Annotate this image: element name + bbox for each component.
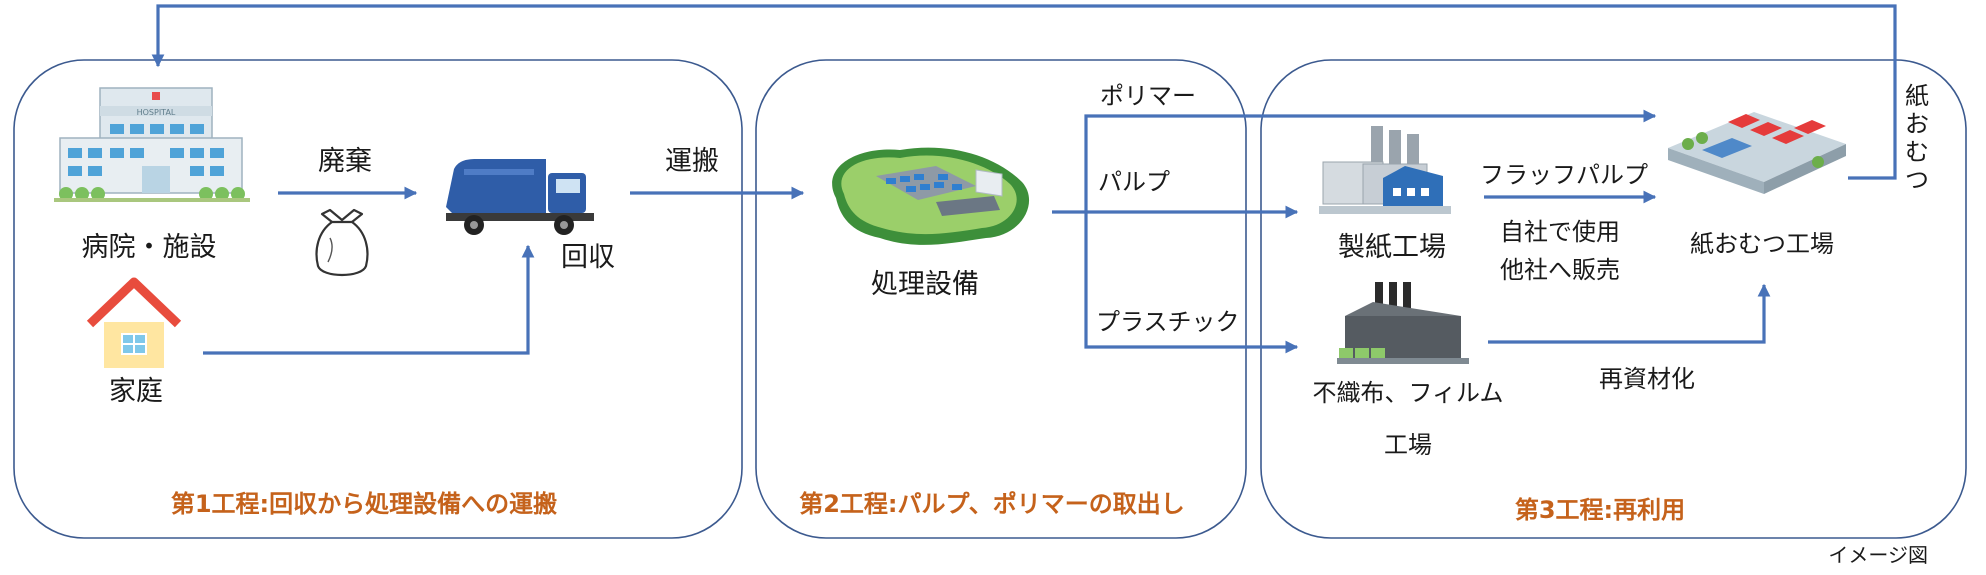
processing-label: 処理設備 (871, 269, 979, 300)
own-use-label: 自社で使用 (1500, 218, 1620, 246)
sell-other-label: 他社へ販売 (1500, 256, 1620, 284)
stage3-panel (1260, 59, 1967, 539)
paper-mill-label: 製紙工場 (1338, 232, 1446, 263)
transport-label: 運搬 (665, 146, 719, 177)
stage2-panel (755, 59, 1247, 539)
pulp-label: パルプ (1098, 168, 1170, 196)
stage1-panel (13, 59, 743, 539)
plastic-arrow (1084, 212, 1299, 354)
fluff-pulp-label: フラッフパルプ (1480, 161, 1648, 189)
stage1-title: 第1工程:回収から処理設備への運搬 (171, 490, 557, 518)
home-to-collection-arrow (203, 244, 535, 355)
polymer-arrow (1084, 109, 1657, 212)
garbage-bag-icon (315, 208, 369, 276)
stage2-title: 第2工程:パルプ、ポリマーの取出し (799, 490, 1185, 518)
diaper-return-char-4: つ (1905, 166, 1929, 194)
hospital-label: 病院・施設 (82, 232, 217, 263)
image-caption: イメージ図 (1828, 543, 1928, 567)
hospital-building-icon: HOSPITAL (54, 87, 250, 202)
polymer-label: ポリマー (1100, 82, 1196, 110)
hospital-sign: HOSPITAL (137, 108, 176, 117)
collection-label: 回収 (561, 242, 615, 273)
nonwoven-label-line2: 工場 (1384, 431, 1432, 459)
nonwoven-factory-icon (1337, 282, 1469, 364)
diaper-factory-icon (1668, 112, 1846, 194)
disposal-label: 廃棄 (318, 146, 372, 177)
nonwoven-label-line1: 不織布、フィルム (1312, 379, 1503, 407)
recycle-label: 再資材化 (1599, 365, 1695, 393)
paper-mill-icon (1319, 126, 1451, 214)
garbage-truck-icon (446, 159, 594, 235)
diaper-factory-label: 紙おむつ工場 (1690, 230, 1834, 258)
processing-facility-icon (832, 147, 1030, 245)
diaper-return-char-3: む (1905, 138, 1929, 166)
home-label: 家庭 (109, 376, 163, 407)
plastic-label: プラスチック (1096, 308, 1240, 336)
diaper-return-char-2: お (1905, 110, 1929, 138)
diaper-return-char-1: 紙 (1905, 82, 1929, 110)
house-icon (86, 277, 182, 368)
stage3-title: 第3工程:再利用 (1515, 496, 1685, 524)
diaper-return-arrow (151, 4, 1897, 180)
recycle-arrow (1488, 283, 1771, 344)
